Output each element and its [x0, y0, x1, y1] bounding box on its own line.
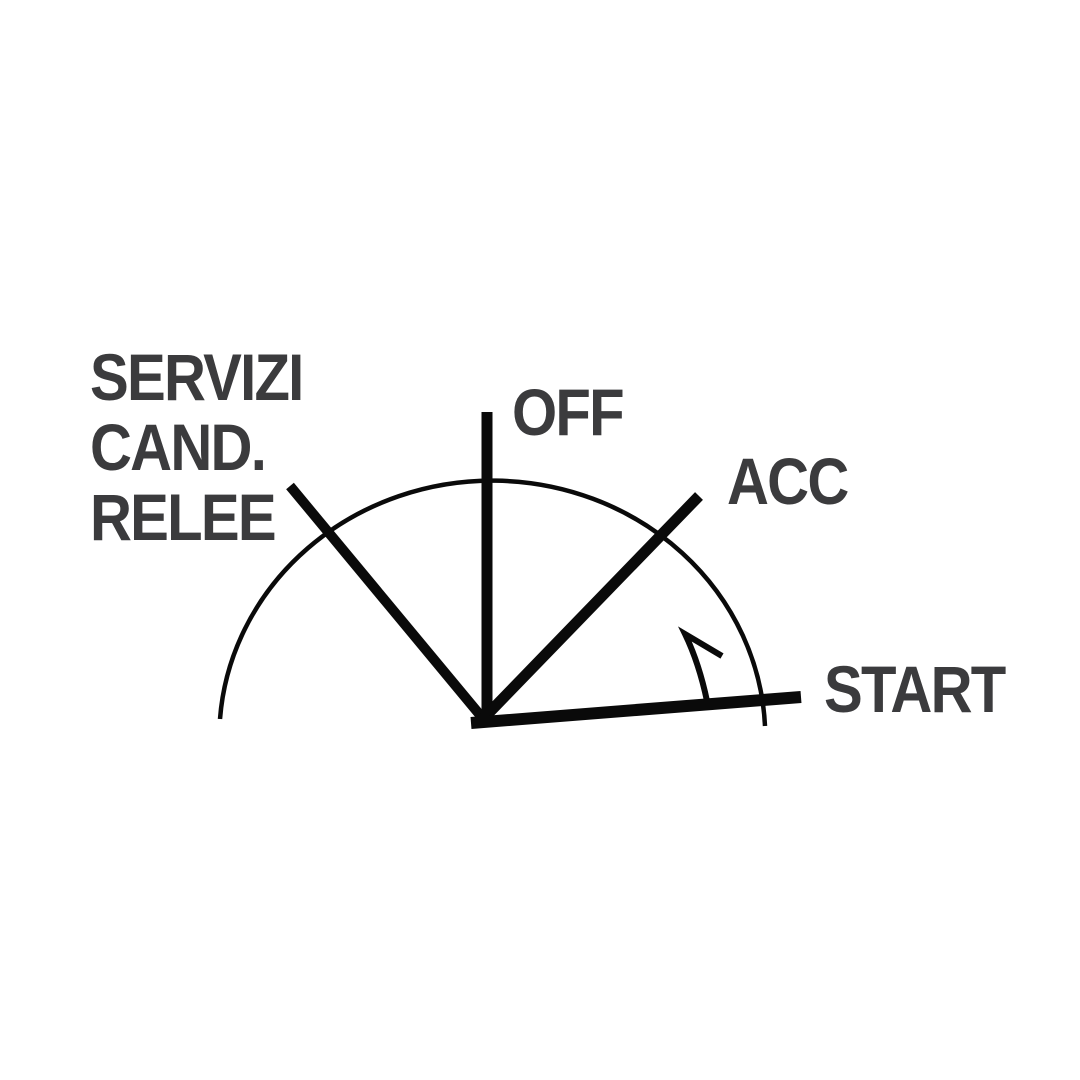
- start-label: START: [824, 652, 1006, 726]
- off-label: OFF: [512, 375, 625, 449]
- spring-return-arrow-icon: [677, 626, 724, 702]
- servizi-label: SERVIZI CAND. RELEE: [90, 340, 304, 554]
- start-position-line: [470, 691, 802, 729]
- rotation-arc: [217, 478, 768, 727]
- acc-label: ACC: [727, 444, 849, 518]
- servizi-position-line: [286, 482, 489, 725]
- servizi-label-line2: CAND.: [90, 410, 267, 484]
- servizi-label-line1: SERVIZI: [90, 340, 304, 414]
- servizi-label-line3: RELEE: [90, 480, 277, 554]
- acc-position-line: [477, 492, 703, 725]
